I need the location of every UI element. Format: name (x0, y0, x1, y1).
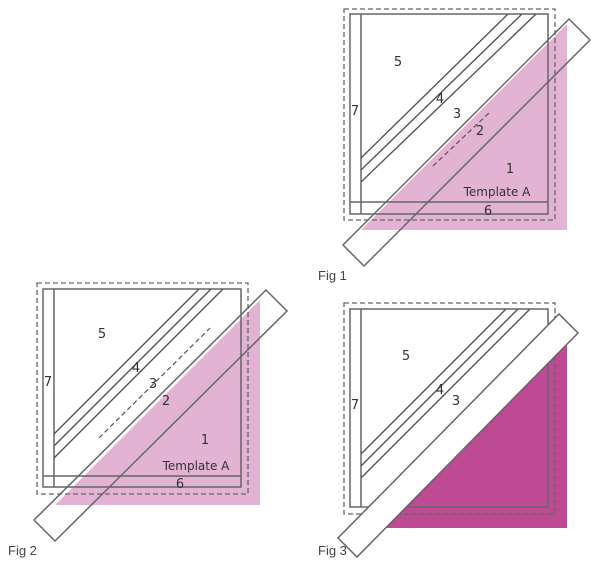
fig2-strip-line-a (53, 288, 200, 435)
fig2-strip-line-c (53, 288, 224, 459)
fig1-template-triangle (361, 24, 567, 230)
figure-3: 5 4 3 7 Fig 3 (318, 302, 580, 559)
fig1-caption: Fig 1 (318, 268, 347, 283)
fig2-label-7: 7 (44, 375, 52, 390)
fig3-outer-square (349, 308, 549, 508)
fig3-label-5: 5 (402, 349, 410, 364)
fig1-dash-diagonal (432, 111, 491, 167)
fig3-label-3: 3 (452, 394, 460, 409)
fig3-caption: Fig 3 (318, 543, 347, 558)
fig1-label-7: 7 (351, 104, 359, 119)
fig1-label-6: 6 (484, 204, 492, 219)
fig1-strip-line-b (360, 13, 523, 171)
fig2-strip-line-b (53, 288, 212, 447)
fig1-label-5: 5 (394, 55, 402, 70)
fig3-strip-line-c (360, 308, 531, 479)
fig1-label-1: 1 (506, 162, 514, 177)
fig1-strip-line-c (360, 13, 537, 183)
figure-1: 5 4 3 2 1 7 6 Template A Fig 1 (318, 8, 592, 283)
fig1-dashed-outline (343, 8, 556, 221)
fig2-label-5: 5 (98, 327, 106, 342)
fig2-ruler (32, 288, 289, 543)
fig2-label-3: 3 (149, 377, 157, 392)
fig3-ruler (336, 312, 580, 559)
fig1-strip-line-a (360, 13, 509, 159)
fig3-strip-line-a (360, 308, 507, 455)
fig2-dash-diagonal (98, 327, 211, 439)
fig1-label-4: 4 (436, 92, 444, 107)
fig2-outer-square (42, 288, 242, 488)
fig1-outer-square (349, 13, 549, 215)
fig3-dashed-outline (343, 302, 556, 515)
fig1-label-2: 2 (476, 124, 484, 139)
fig2-template-triangle (55, 300, 260, 505)
fig1-ruler (341, 17, 592, 268)
fig2-dashed-outline (36, 282, 249, 495)
fig3-strip-line-b (360, 308, 519, 467)
fig1-label-3: 3 (453, 107, 461, 122)
fig2-label-6: 6 (176, 477, 184, 492)
fig1-template-label: Template A (463, 185, 532, 199)
fig3-label-7: 7 (351, 398, 359, 413)
figure-2: 5 4 3 2 1 7 6 Template A Fig 2 (8, 282, 289, 558)
fig2-template-label: Template A (162, 459, 231, 473)
fig2-label-1: 1 (201, 433, 209, 448)
fig3-label-4: 4 (436, 383, 444, 398)
fig2-label-4: 4 (132, 361, 140, 376)
fig2-label-2: 2 (162, 394, 170, 409)
fig2-caption: Fig 2 (8, 543, 37, 558)
